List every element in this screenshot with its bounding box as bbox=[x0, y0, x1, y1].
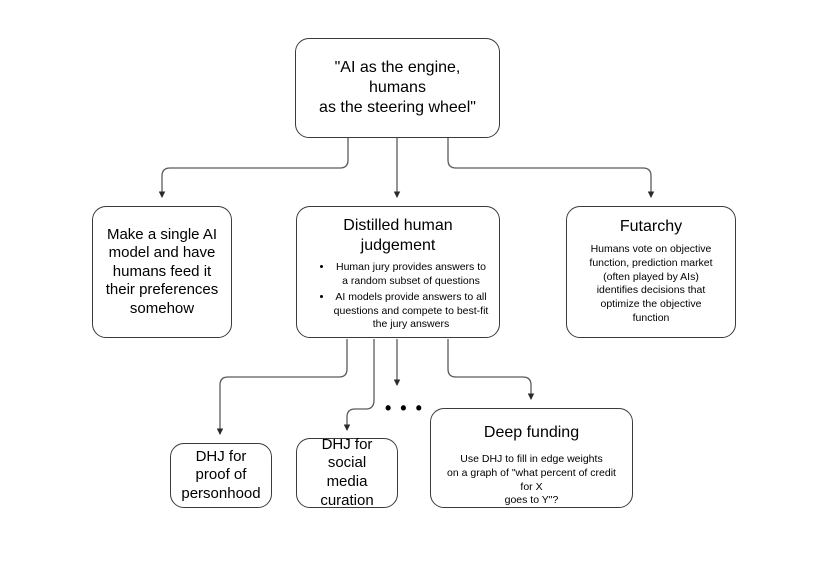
node-dhj-proof-of-personhood[interactable]: DHJ for proof of personhood bbox=[170, 443, 272, 508]
ellipsis-more-applications: • • • bbox=[385, 398, 424, 418]
node-distilled-human-judgement[interactable]: Distilled human judgement Human jury pro… bbox=[296, 206, 500, 338]
node-futarchy-heading: Futarchy bbox=[619, 218, 683, 235]
edge-dhj-to-deep-funding bbox=[447, 339, 535, 400]
node-distilled-human-judgement-heading: Distilled human judgement bbox=[343, 217, 453, 254]
list-item: Human jury provides answers to a random … bbox=[333, 261, 489, 289]
edge-root-to-futarchy bbox=[447, 138, 655, 198]
node-dhj-social-media-curation[interactable]: DHJ for social media curation bbox=[296, 435, 398, 509]
node-deep-funding-body: Use DHJ to fill in edge weights on a gra… bbox=[447, 452, 616, 507]
node-root[interactable]: "AI as the engine, humans as the steerin… bbox=[295, 38, 500, 138]
node-dhj-social-media-curation-title: DHJ for social media curation bbox=[320, 435, 374, 509]
node-deep-funding-heading: Deep funding bbox=[483, 424, 580, 441]
edge-root-to-single-model bbox=[158, 138, 349, 198]
edge-dhj-to-personhood bbox=[216, 339, 348, 435]
node-futarchy[interactable]: Futarchy Humans vote on objective functi… bbox=[566, 206, 736, 338]
list-item: AI models provide answers to all questio… bbox=[333, 291, 489, 333]
node-futarchy-body: Humans vote on objective function, predi… bbox=[589, 242, 713, 325]
node-distilled-human-judgement-bullets: Human jury provides answers to a random … bbox=[307, 261, 489, 335]
node-root-title: "AI as the engine, humans as the steerin… bbox=[319, 59, 476, 116]
node-deep-funding[interactable]: Deep funding Use DHJ to fill in edge wei… bbox=[430, 408, 633, 508]
node-single-ai-model[interactable]: Make a single AI model and have humans f… bbox=[92, 206, 232, 338]
node-dhj-proof-of-personhood-title: DHJ for proof of personhood bbox=[181, 447, 261, 502]
edge-dhj-to-social-media bbox=[343, 339, 375, 431]
node-single-ai-model-title: Make a single AI model and have humans f… bbox=[105, 225, 219, 317]
